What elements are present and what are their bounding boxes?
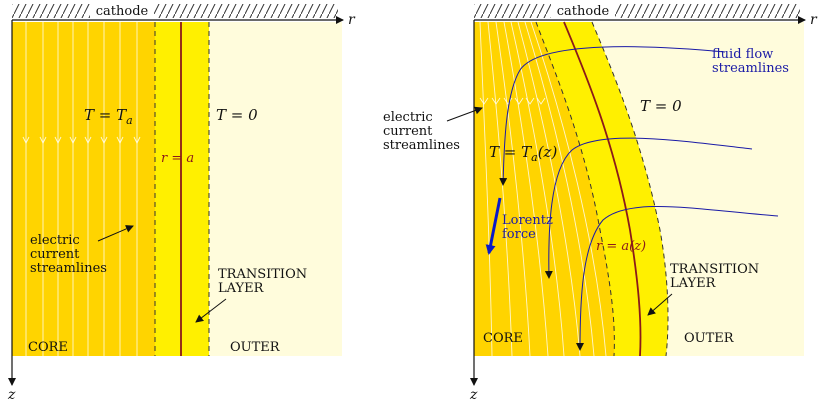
- right-streamline-arrowheads: [479, 97, 546, 105]
- left-transition-label-2: LAYER: [218, 281, 265, 296]
- right-transition-label-2: LAYER: [670, 276, 717, 291]
- right-core-temperature: T = Ta(z): [489, 143, 557, 164]
- lorentz-label-1: Lorentz: [502, 213, 553, 228]
- left-transition-pointer: [195, 298, 227, 323]
- right-radius-label: r = a(z): [596, 239, 646, 254]
- left-streamlines-label-3: streamlines: [30, 261, 107, 276]
- left-outer-temperature: T = 0: [216, 106, 258, 124]
- lorentz-force-arrow: [485, 197, 502, 255]
- right-transition-outer-boundary: [591, 21, 669, 357]
- right-transition-pointer: [647, 293, 673, 316]
- right-r-axis-label: r: [810, 12, 818, 28]
- right-radius-line: [563, 21, 642, 357]
- right-transition-inner-boundary: [535, 21, 615, 357]
- right-streamlines-label-2: current: [383, 124, 433, 139]
- right-transition-label-1: TRANSITION: [670, 262, 759, 277]
- right-streamlines-label-1: electric: [383, 110, 433, 125]
- right-streamlines-label-3: streamlines: [383, 138, 460, 153]
- left-core-region: [12, 22, 155, 356]
- fluid-label-1: fluid flow: [712, 47, 773, 62]
- left-streamlines-pointer: [97, 225, 134, 242]
- right-current-streamlines: [479, 22, 607, 356]
- right-cathode-hatching: [474, 4, 800, 18]
- left-current-streamlines: [25, 22, 138, 356]
- right-outer-temperature: T = 0: [640, 97, 682, 115]
- left-cathode-label-bg: [90, 4, 154, 18]
- left-r-axis-label: r: [348, 12, 356, 28]
- left-streamline-arrowheads: [22, 136, 141, 145]
- left-transition-label-1: TRANSITION: [218, 267, 307, 282]
- left-cathode-hatching: [12, 4, 338, 18]
- left-core-temperature: T = Ta: [84, 106, 133, 127]
- left-cathode-label: cathode: [96, 4, 149, 19]
- left-transition-region: [155, 22, 209, 356]
- fluid-label-2: streamlines: [712, 61, 789, 76]
- right-streamlines-pointer: [446, 106, 483, 122]
- lorentz-label-2: force: [502, 227, 536, 242]
- left-panel: cathode r z T = Ta T = 0 r = a electric …: [7, 4, 356, 402]
- right-panel: cathode r z fluid flow streamlines elect…: [383, 4, 818, 402]
- left-outer-label: OUTER: [230, 340, 281, 355]
- right-cathode-label-bg: [551, 4, 615, 18]
- left-streamlines-label-2: current: [30, 247, 80, 262]
- right-z-axis-label: z: [469, 387, 478, 402]
- left-radius-label: r = a: [161, 151, 194, 166]
- right-fluid-streamlines: [499, 46, 779, 351]
- left-z-axis-label: z: [7, 387, 16, 402]
- left-streamlines-label-1: electric: [30, 233, 80, 248]
- right-core-label: CORE: [483, 331, 523, 346]
- right-outer-label: OUTER: [684, 331, 735, 346]
- left-core-label: CORE: [28, 340, 68, 355]
- right-cathode-label: cathode: [557, 4, 610, 19]
